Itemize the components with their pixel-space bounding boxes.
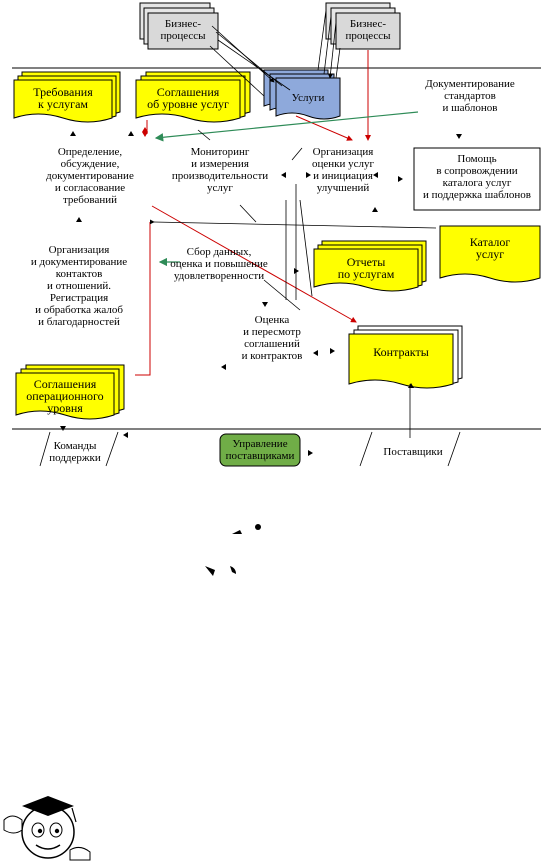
evaluation-org-label: Организация оценки услуг и инициация улу…	[311, 146, 375, 194]
catalog-label: Каталог услуг	[469, 235, 511, 261]
monitoring-label: Мониторинг и измерения производительност…	[171, 146, 269, 194]
define-requirements-label: Определение, обсуждение, документировани…	[46, 146, 134, 206]
business-processes-left-label: Бизнес- процессы	[160, 18, 206, 42]
green-arrows	[154, 111, 419, 267]
sla-label: Соглашения об уровне услуг	[147, 85, 229, 111]
red-diamond	[142, 127, 148, 137]
relations-org-label: Организация и документирование контактов…	[30, 244, 128, 328]
bp-to-services-lines	[209, 9, 341, 97]
mascot-icon	[3, 796, 91, 861]
small-arrowheads	[60, 131, 462, 456]
business-processes-right	[325, 2, 401, 50]
black-connectors	[39, 129, 461, 467]
ola-label: Соглашения операционного уровня	[26, 377, 104, 415]
supplier-management-box	[219, 433, 301, 467]
reports-label: Отчеты по услугам	[337, 255, 395, 281]
supplier-management-label: Управление поставщиками	[225, 438, 295, 462]
sla-doc	[135, 71, 251, 123]
business-processes-right-label: Бизнес- процессы	[345, 18, 391, 42]
business-processes-left	[139, 2, 219, 50]
contract-review-label: Оценка и пересмотр соглашений и контракт…	[241, 314, 303, 362]
decorative-marks	[205, 524, 261, 576]
catalog-doc	[439, 225, 541, 283]
red-arrows	[135, 50, 371, 376]
contracts-doc	[348, 325, 463, 389]
reports-doc	[313, 240, 427, 292]
suppliers-label: Поставщики	[383, 446, 443, 458]
standards-doc-label: Документирование стандартов и шаблонов	[425, 78, 515, 114]
ola-doc	[15, 364, 125, 420]
catalog-support-label: Помощь в сопровождении каталога услуг и …	[423, 153, 531, 201]
support-teams-label: Команды поддержки	[49, 440, 101, 464]
catalog-support-box	[413, 147, 541, 211]
requirements-doc	[13, 71, 121, 123]
services-label: Услуги	[291, 92, 325, 104]
requirements-label: Требования к услугам	[33, 85, 93, 111]
services-stack	[263, 69, 341, 120]
data-collection-label: Сбор данных, оценка и повышение удовлетв…	[170, 246, 268, 282]
contracts-label: Контракты	[373, 345, 429, 359]
